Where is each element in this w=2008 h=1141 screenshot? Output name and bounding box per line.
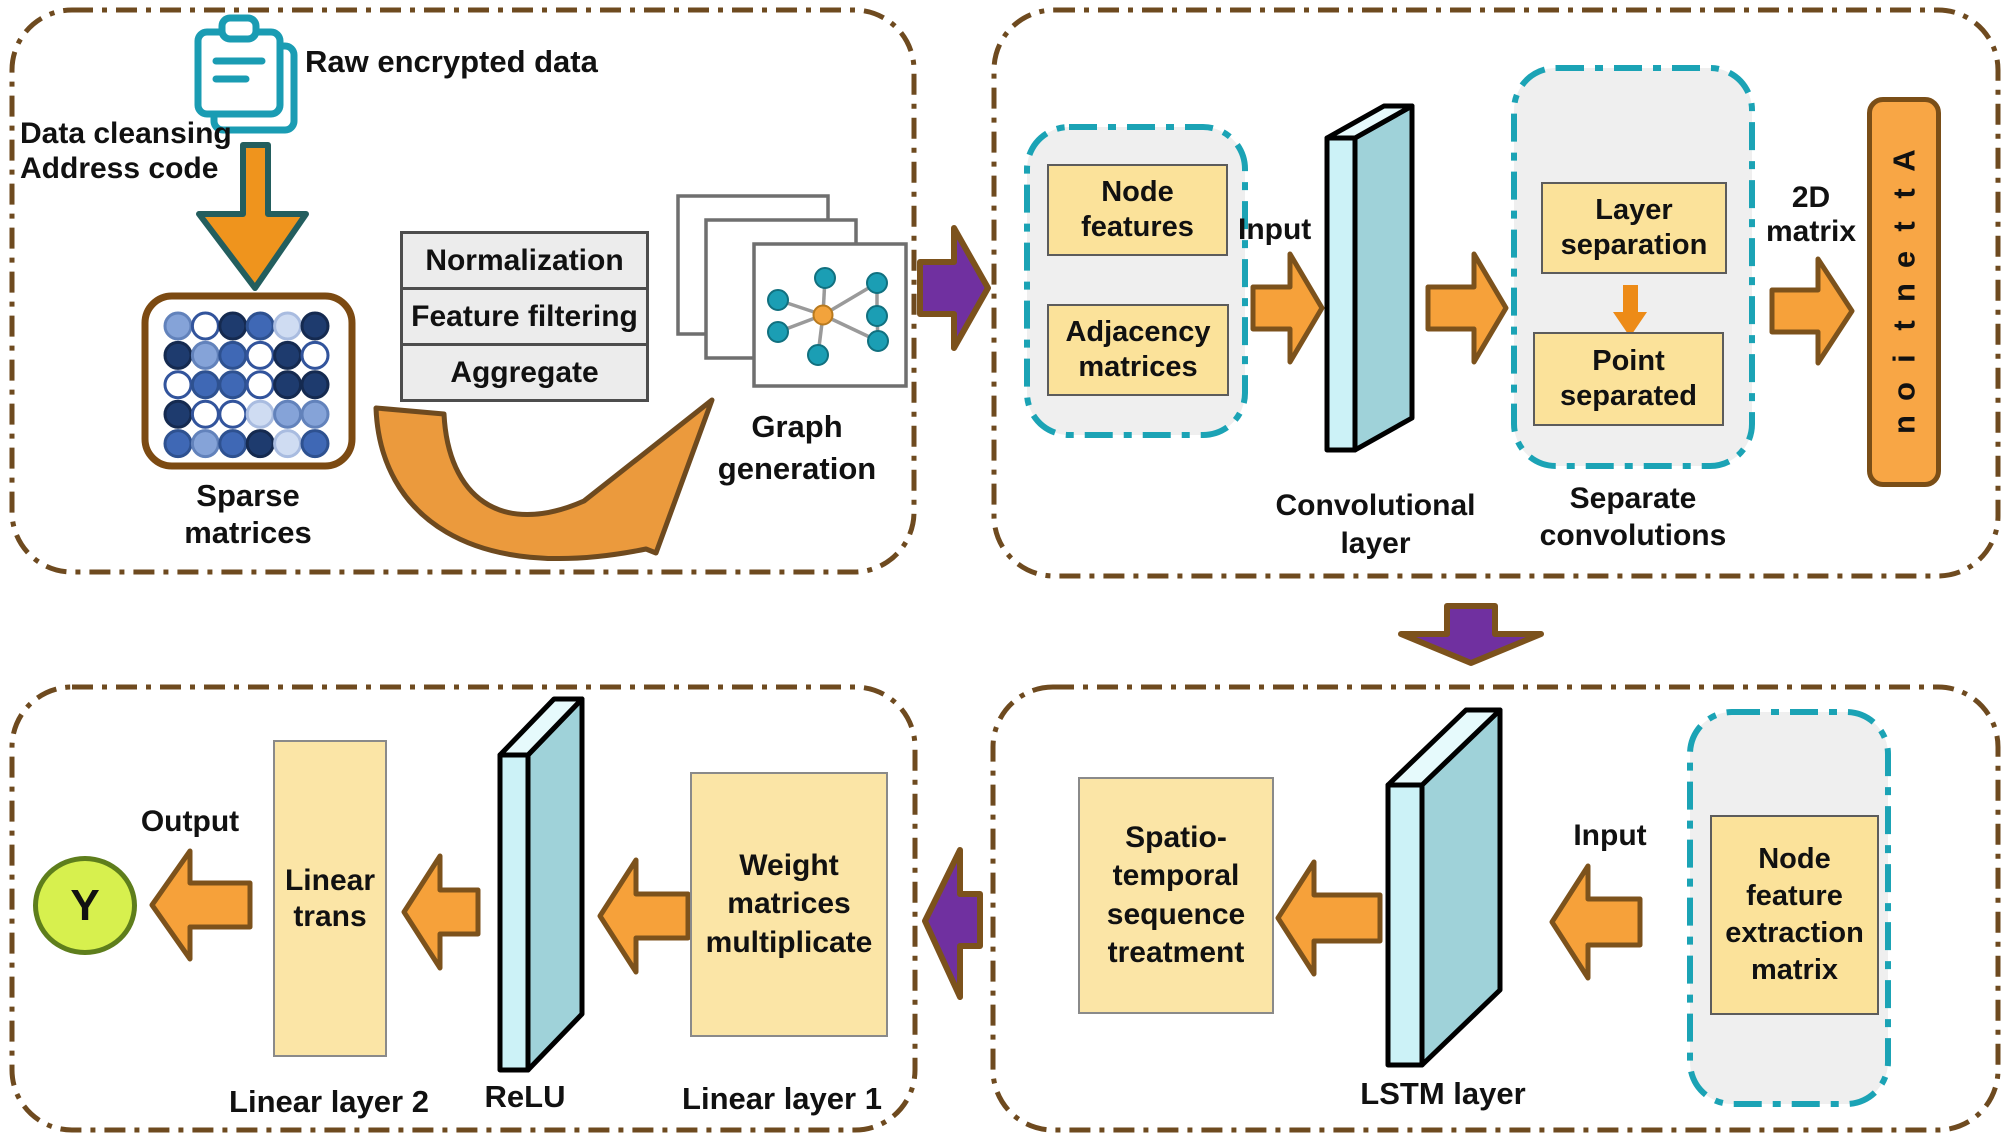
raw-data-label: Raw encrypted data: [305, 44, 598, 79]
sparse-dot: [245, 429, 275, 459]
sparse-dot: [190, 370, 220, 400]
linear-layer-2-label: Linear layer 2: [229, 1084, 429, 1119]
sparse-dot: [190, 340, 220, 370]
sparse-dot: [273, 399, 303, 429]
relu-to-linear-arrow-icon: [401, 853, 481, 971]
process-step-feature-filtering: Feature filtering: [403, 287, 646, 343]
layer-separation-box: Layer separation: [1541, 182, 1727, 274]
sparse-dot: [300, 340, 330, 370]
sparse-dot: [300, 311, 330, 341]
sparse-dot: [218, 399, 248, 429]
process-step-normalization: Normalization: [425, 243, 624, 277]
sparse-dot: [245, 340, 275, 370]
input-to-lstm-arrow-icon: [1549, 863, 1643, 981]
output-label: Output: [140, 805, 240, 838]
sparse-dot: [190, 429, 220, 459]
node-features-box: Node features: [1047, 164, 1228, 256]
linear-trans-box: Linear trans: [273, 740, 387, 1057]
input-label-top: Input: [1238, 213, 1312, 246]
cleansing-down-arrow-icon: [196, 142, 309, 291]
sparse-dot: [300, 399, 330, 429]
graph-icon: [676, 194, 908, 388]
sparse-dot: [218, 311, 248, 341]
cleansing-label: Data cleansing Address code: [20, 117, 232, 186]
panel-lstm: [990, 684, 2001, 1133]
sparse-dot: [218, 340, 248, 370]
sparse-dot: [273, 429, 303, 459]
curved-arrow-icon: [373, 397, 715, 562]
lstm-layer-label: LSTM layer: [1360, 1076, 1526, 1111]
separate-convolutions-label: Separate convolutions: [1539, 482, 1727, 552]
sparse-dot: [190, 399, 220, 429]
layer-to-point-arrow-icon: [1613, 285, 1647, 337]
relu-label: ReLU: [484, 1079, 566, 1114]
sparse-dot: [163, 340, 193, 370]
sparse-dot: [163, 311, 193, 341]
convolutional-layer-label: Convolutional layer: [1275, 489, 1476, 560]
sparse-matrices-label: Sparse matrices: [184, 478, 312, 550]
attention-char: n: [1886, 414, 1921, 434]
matrix-to-attention-arrow-icon: [1769, 256, 1855, 366]
sparse-dot: [273, 311, 303, 341]
input-label-bottom: Input: [1573, 819, 1647, 852]
sparse-dot: [245, 399, 275, 429]
sparse-dot: [300, 429, 330, 459]
conv-to-separate-arrow-icon: [1425, 251, 1509, 365]
process-step-aggregate: Aggregate: [403, 343, 646, 399]
lstm-to-spatio-arrow-icon: [1275, 859, 1383, 977]
purple-right-arrow-icon: [917, 225, 991, 351]
point-separated-box: Point separated: [1533, 332, 1724, 426]
process-table: Normalization Feature filtering Aggregat…: [400, 231, 649, 402]
clipboard-icon: [194, 14, 298, 134]
output-arrow-icon: [149, 848, 253, 962]
purple-left-arrow-icon: [922, 847, 983, 1000]
sparse-dot: [300, 370, 330, 400]
weight-to-relu-arrow-icon: [597, 857, 691, 975]
sparse-dot: [218, 370, 248, 400]
weight-matrices-box: Weight matrices multiplicate: [690, 772, 888, 1037]
sparse-dot: [273, 340, 303, 370]
sparse-dot: [163, 399, 193, 429]
output-y-node: Y: [33, 856, 137, 955]
spatio-temporal-box: Spatio- temporal sequence treatment: [1078, 777, 1274, 1014]
sparse-dot: [190, 311, 220, 341]
panel-linear-output: [9, 684, 918, 1133]
sparse-dot: [218, 429, 248, 459]
sparse-dot: [273, 370, 303, 400]
graph-generation-label: Graph generation: [717, 409, 877, 486]
node-feature-extraction-box: Node feature extraction matrix: [1710, 815, 1879, 1015]
panel-preprocessing: [9, 7, 917, 575]
conv-slab-icon: [1324, 103, 1415, 453]
lstm-slab-icon: [1385, 707, 1503, 1068]
purple-down-arrow-icon: [1398, 603, 1544, 666]
sparse-dot: [245, 311, 275, 341]
relu-slab-icon: [497, 696, 585, 1073]
panel-convolution: [991, 7, 2001, 579]
sparse-dot: [163, 370, 193, 400]
adjacency-matrices-box: Adjacency matrices: [1047, 304, 1229, 396]
sparse-dot: [163, 429, 193, 459]
sparse-dot: [245, 370, 275, 400]
linear-layer-1-label: Linear layer 1: [682, 1081, 882, 1116]
input-arrow-icon: [1250, 251, 1325, 365]
2d-matrix-label: 2D matrix: [1765, 181, 1857, 248]
sparse-dot-grid: [163, 311, 330, 459]
